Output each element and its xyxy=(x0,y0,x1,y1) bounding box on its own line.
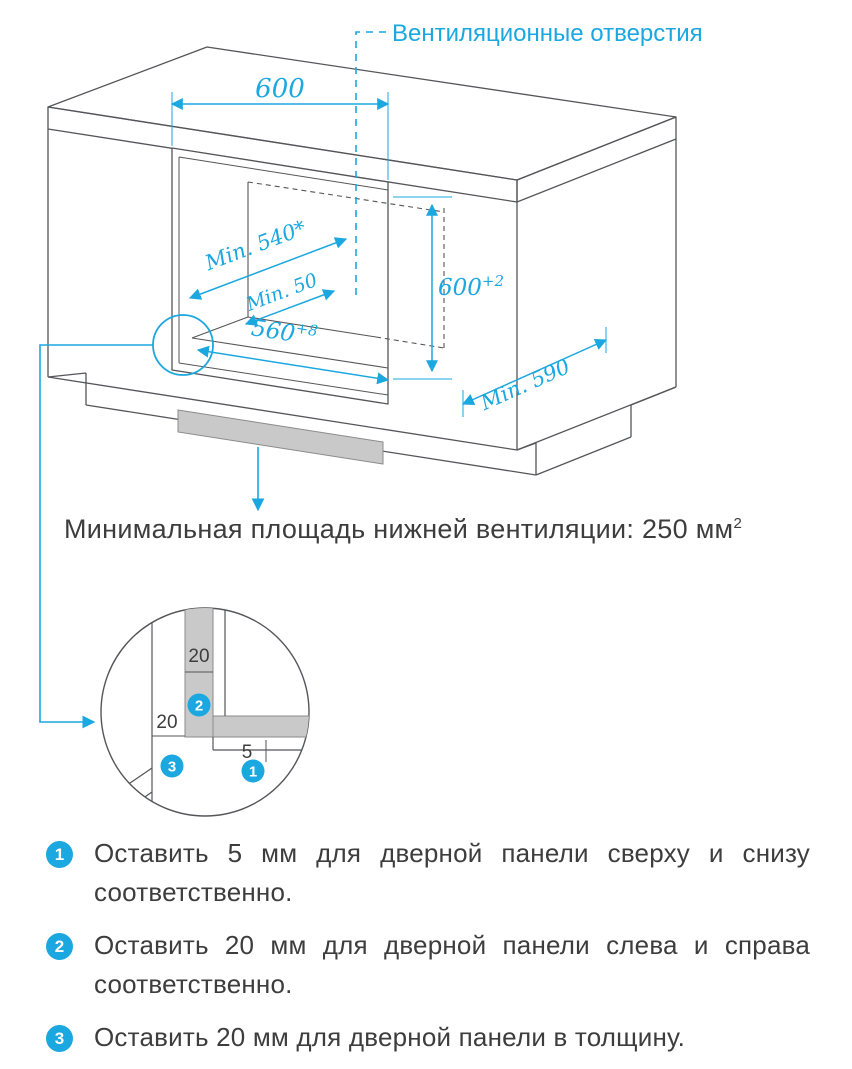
note-item-2: 2 Оставить 20 мм для дверной панели слев… xyxy=(44,926,816,1004)
vent-dashed-line xyxy=(355,31,386,298)
detail-badge-3: 3 xyxy=(160,754,184,778)
svg-text:1: 1 xyxy=(249,764,257,781)
note-badge-3-number: 3 xyxy=(54,1028,65,1048)
installation-notes: 1 Оставить 5 мм для дверной панели сверх… xyxy=(44,834,816,1069)
detail-badge-1: 1 xyxy=(241,759,265,783)
vent-slot xyxy=(177,409,384,465)
label-top-width: 600 xyxy=(255,74,305,104)
detail-dim-ticks xyxy=(152,671,267,762)
dimension-min-depth xyxy=(188,237,348,300)
cabinet-body-edges xyxy=(47,129,677,451)
caption-superscript: 2 xyxy=(733,515,743,532)
detail-dim-top: 20 xyxy=(188,646,209,667)
dimension-min-gap xyxy=(244,289,336,326)
note-badge-2: 2 xyxy=(46,933,73,960)
dimension-top-width xyxy=(170,92,390,180)
label-side-depth: Min. 590 xyxy=(476,354,574,415)
installation-diagram: Вентиляционные отверстия xyxy=(39,20,703,817)
note-text-2: Оставить 20 мм для дверной панели слева … xyxy=(94,930,810,999)
bottom-ventilation-caption: Минимальная площадь нижней вентиляции: 2… xyxy=(64,514,834,545)
countertop-top-face xyxy=(47,46,677,181)
note-badge-1-number: 1 xyxy=(54,844,65,864)
countertop-right-face xyxy=(516,116,677,203)
detail-cabinet-lines xyxy=(113,608,309,811)
dimensions xyxy=(170,92,608,417)
dimension-side-depth xyxy=(461,327,608,417)
note-badge-2-number: 2 xyxy=(54,936,65,956)
svg-text:2: 2 xyxy=(195,698,203,715)
detail-view: 20 20 5 2 3 1 xyxy=(100,607,310,817)
note-text-3: Оставить 20 мм для дверной панели в толщ… xyxy=(94,1022,686,1052)
label-niche-height: 600+2 xyxy=(438,272,504,301)
caption-text: Минимальная площадь нижней вентиляции: 2… xyxy=(64,514,734,544)
detail-connector xyxy=(39,344,153,729)
vent-label: Вентиляционные отверстия xyxy=(392,20,703,47)
dimension-niche-height xyxy=(393,196,452,380)
ventilation-callout: Вентиляционные отверстия xyxy=(355,20,703,298)
detail-bottom-panel xyxy=(212,715,309,738)
detail-dim-bottom: 5 xyxy=(242,742,253,763)
detail-badge-2: 2 xyxy=(187,693,211,717)
svg-text:3: 3 xyxy=(168,759,176,776)
note-badge-3: 3 xyxy=(46,1025,73,1052)
note-text-1: Оставить 5 мм для дверной панели сверху … xyxy=(94,838,810,907)
dimension-niche-width xyxy=(196,345,390,385)
note-badge-1: 1 xyxy=(46,841,73,868)
detail-dim-left: 20 xyxy=(156,712,177,733)
note-item-1: 1 Оставить 5 мм для дверной панели сверх… xyxy=(44,834,816,912)
note-item-3: 3 Оставить 20 мм для дверной панели в то… xyxy=(44,1018,816,1057)
cabinet-drawing xyxy=(47,46,677,476)
